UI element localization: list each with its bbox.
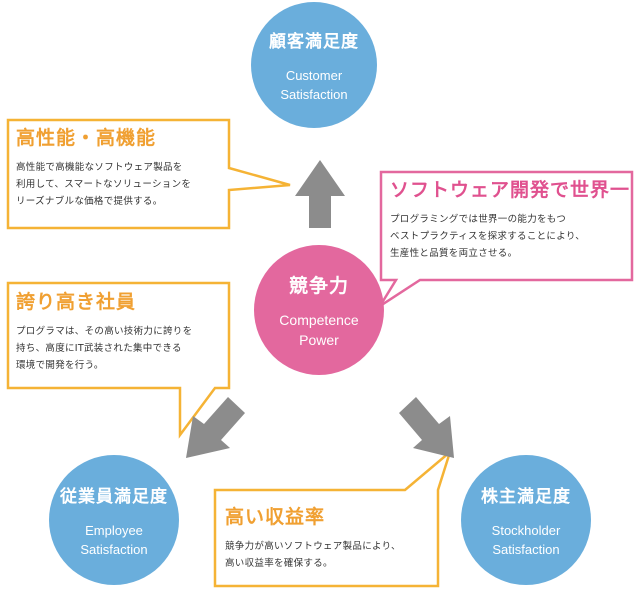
employee-satisfaction-en-line2: Satisfaction (80, 541, 148, 557)
competence-en-line1: Competence (279, 311, 359, 328)
stockholder-satisfaction-jp: 株主満足度 (481, 486, 571, 507)
high-profit-callout-line: 競争力が高いソフトウェア製品により、 (225, 541, 401, 552)
high-profit-callout-title: 高い収益率 (225, 506, 326, 528)
proud-staff-callout: 誇り高き社員 プログラマは、その高い技術力に誇りを 持ち、高度にIT武装された集… (16, 290, 228, 374)
world-class-callout-line: 生産性と品質を両立させる。 (390, 248, 518, 259)
proud-staff-callout-line: 環境で開発を行う。 (16, 360, 104, 371)
world-class-callout-line: プログラミングでは世界一の能力をもつ (390, 214, 567, 225)
competence-node: 競争力 Competence Power (254, 245, 384, 375)
customer-satisfaction-en-line2: Satisfaction (280, 86, 348, 102)
high-profit-callout-frame (213, 448, 453, 588)
world-class-callout: ソフトウェア開発で世界一 プログラミングでは世界一の能力をもつ ベストプラクティ… (390, 178, 630, 262)
performance-callout-frame (6, 118, 291, 230)
customer-satisfaction-en-line1: Customer (285, 67, 343, 83)
competence-jp: 競争力 (288, 274, 349, 297)
world-class-callout-body: プログラミングでは世界一の能力をもつ ベストプラクティスを探求することにより、 … (390, 211, 630, 262)
down-left-arrow (186, 397, 245, 458)
proud-staff-callout-line: プログラマは、その高い技術力に誇りを (16, 326, 193, 337)
proud-staff-callout-frame (6, 281, 231, 439)
customer-satisfaction-node: 顧客満足度 Customer Satisfaction (251, 2, 377, 128)
up-arrow (295, 160, 345, 228)
proud-staff-callout-body: プログラマは、その高い技術力に誇りを 持ち、高度にIT武装された集中できる 環境… (16, 323, 228, 374)
performance-callout-line: 利用して、スマートなソリューションを (16, 179, 192, 190)
down-right-arrow (399, 397, 454, 458)
performance-callout-line: 高性能で高機能なソフトウェア製品を (16, 162, 183, 173)
employee-satisfaction-en-line1: Employee (85, 522, 143, 538)
stockholder-satisfaction-en-line1: Stockholder (491, 522, 561, 538)
performance-callout-body: 高性能で高機能なソフトウェア製品を 利用して、スマートなソリューションを リーズ… (16, 159, 228, 210)
stockholder-satisfaction-node: 株主満足度 Stockholder Satisfaction (461, 455, 591, 585)
stockholder-satisfaction-en-line2: Satisfaction (492, 541, 560, 557)
employee-satisfaction-node: 従業員満足度 Employee Satisfaction (49, 455, 179, 585)
world-class-callout-title: ソフトウェア開発で世界一 (390, 179, 631, 201)
employee-satisfaction-jp: 従業員満足度 (60, 486, 168, 507)
high-profit-callout: 高い収益率 競争力が高いソフトウェア製品により、 高い収益率を確保する。 (225, 505, 437, 572)
performance-callout-line: リーズナブルな価格で提供する。 (16, 196, 163, 207)
high-profit-callout-body: 競争力が高いソフトウェア製品により、 高い収益率を確保する。 (225, 538, 437, 572)
competence-en-line2: Power (299, 331, 339, 348)
performance-callout: 高性能・高機能 高性能で高機能なソフトウェア製品を 利用して、スマートなソリュー… (16, 126, 228, 210)
high-profit-callout-line: 高い収益率を確保する。 (225, 558, 333, 569)
customer-satisfaction-jp: 顧客満足度 (269, 31, 359, 52)
world-class-callout-line: ベストプラクティスを探求することにより、 (390, 231, 586, 242)
world-class-callout-frame (378, 170, 634, 308)
proud-staff-callout-line: 持ち、高度にIT武装された集中できる (16, 343, 182, 354)
performance-callout-title: 高性能・高機能 (16, 127, 157, 149)
proud-staff-callout-title: 誇り高き社員 (16, 291, 137, 313)
